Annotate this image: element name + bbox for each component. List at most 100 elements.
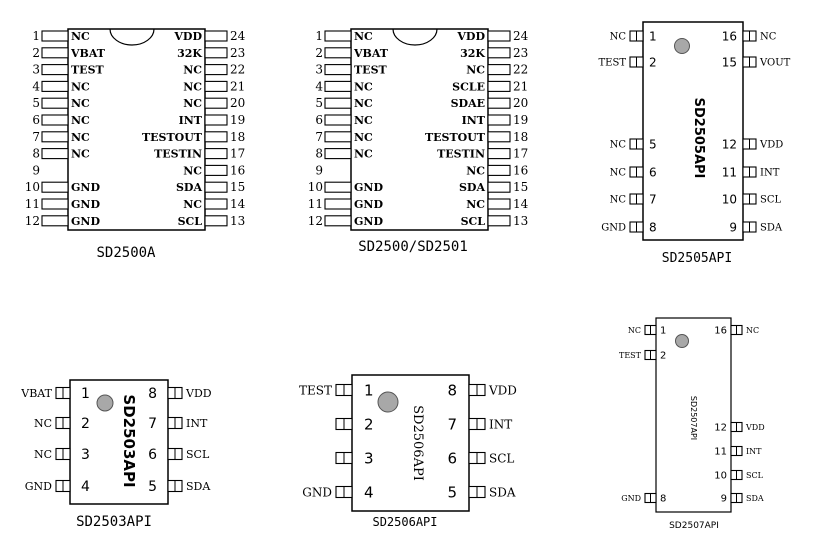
pin-label: GND	[354, 215, 383, 228]
chip-caption: SD2507API	[669, 521, 719, 531]
pin-10: 10 GND	[25, 180, 101, 194]
pin-lead	[487, 131, 511, 143]
pin-label: NC	[354, 148, 373, 161]
pin-number: 7	[447, 415, 457, 433]
pin-label: SDA	[459, 181, 485, 194]
pin-lead	[487, 198, 511, 210]
pin-label: NC	[354, 80, 373, 93]
pin-label: GND	[621, 494, 641, 503]
pin-number: 16	[513, 163, 528, 177]
pin-number: 24	[513, 29, 529, 43]
pin-label: NC	[354, 30, 373, 43]
pin-label: SCLE	[452, 80, 485, 93]
pin-label: INT	[179, 114, 203, 127]
pin-label: NC	[71, 131, 90, 144]
pin-number: 5	[447, 483, 457, 501]
pin-label: VBAT	[353, 47, 389, 60]
pin-label: VOUT	[759, 58, 791, 69]
pin-label: TESTIN	[437, 148, 485, 161]
chip-sd2500-sd2501: SD2500/SD2501	[350, 28, 489, 255]
pin-number: 10	[25, 180, 40, 194]
pin-lead	[41, 215, 69, 227]
pin-number: 14	[230, 197, 246, 211]
pin-number: 15	[722, 55, 737, 69]
pin-number: 9	[32, 163, 40, 177]
pin-label: TESTOUT	[425, 131, 486, 144]
pin-label: SCL	[746, 471, 764, 480]
pin-number: 4	[315, 79, 323, 93]
pin-label: INT	[746, 447, 762, 456]
pin-label: VDD	[745, 423, 765, 432]
pin-lead	[487, 47, 511, 59]
pin-number: 4	[364, 483, 374, 501]
chip-sd2500a: SD2500A	[67, 28, 206, 261]
pin-lead	[487, 30, 511, 42]
pin-label: NC	[466, 164, 485, 177]
pin-lead	[41, 148, 69, 160]
pin-label: SDAE	[451, 97, 485, 110]
pin-number: 22	[513, 63, 528, 77]
pin-lead	[324, 215, 352, 227]
pin-label: NC	[610, 168, 627, 179]
pin-lead	[487, 148, 511, 160]
pin-number: 19	[513, 113, 528, 127]
pin1-notch	[392, 28, 438, 46]
pin-3: 3NC	[34, 447, 90, 463]
pin-7: 7NC	[610, 192, 657, 206]
pin-5: 5NC	[610, 137, 657, 151]
pin-number: 4	[32, 79, 40, 93]
pin-6: 6 SCL	[148, 447, 210, 463]
pin-2: 2 NC	[34, 416, 90, 432]
pin-label: GND	[354, 198, 383, 211]
pin-lead	[204, 30, 228, 42]
pin-number: 3	[364, 449, 374, 467]
chip-body	[642, 21, 744, 241]
pin-number: 10	[714, 471, 727, 482]
pin-label: SCL	[760, 195, 782, 206]
pin-label: NC	[34, 417, 52, 430]
pin-lead	[324, 114, 352, 126]
pin-lead	[41, 181, 69, 193]
pin-lead	[41, 198, 69, 210]
pin-label: NC	[610, 140, 627, 151]
pin-number: 7	[148, 416, 157, 432]
pin-number: 6	[148, 447, 157, 463]
pin-label: SCL	[489, 451, 514, 465]
chip-body	[350, 28, 489, 231]
pin-lead	[324, 97, 352, 109]
pin-number: 20	[230, 96, 245, 110]
pin-label: NC	[71, 30, 90, 43]
pin-number: 15	[513, 180, 528, 194]
pin-lead	[204, 97, 228, 109]
pin-lead	[487, 97, 511, 109]
pin-number: 2	[81, 416, 90, 432]
pin-lead	[204, 64, 228, 76]
pin-number: 7	[649, 192, 657, 206]
pin-label: SCL	[186, 448, 210, 461]
pin-label: TESTIN	[154, 148, 202, 161]
pin-label: GND	[71, 181, 100, 194]
